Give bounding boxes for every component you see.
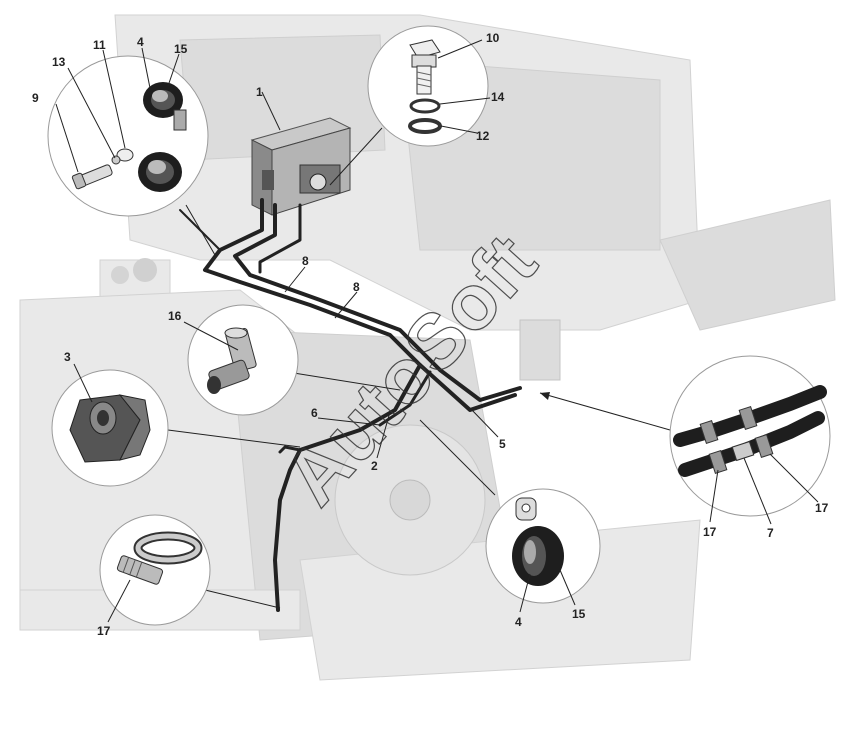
callout-9: 9 <box>32 91 39 105</box>
callout-4-bottom: 4 <box>515 615 522 629</box>
callout-13: 13 <box>52 55 66 69</box>
inset-elbow-fitting <box>183 304 299 416</box>
clamp-lower <box>138 152 182 192</box>
callout-11: 11 <box>93 38 106 52</box>
washer <box>116 148 134 162</box>
callout-8-right: 8 <box>353 280 360 294</box>
callout-16: 16 <box>168 309 182 323</box>
callout-4-top: 4 <box>137 35 144 49</box>
callout-3: 3 <box>64 350 71 364</box>
inset-bolt-set <box>367 25 491 147</box>
callout-7: 7 <box>767 526 774 540</box>
callout-15-top: 15 <box>174 42 188 56</box>
callout-8-left: 8 <box>302 254 309 268</box>
inset-couplings <box>669 355 831 525</box>
small-washer <box>111 155 121 165</box>
callout-1: 1 <box>256 85 263 99</box>
callout-10: 10 <box>486 31 500 45</box>
machine-background <box>19 14 836 681</box>
callout-17-mid: 17 <box>703 525 717 539</box>
inset-adapter <box>51 363 169 487</box>
callout-6: 6 <box>311 406 318 420</box>
callout-17-right: 17 <box>815 501 829 515</box>
callout-2: 2 <box>371 459 378 473</box>
callout-17-left: 17 <box>97 624 111 638</box>
callout-labels: 1 2 3 4 4 5 6 7 8 8 9 10 11 12 13 14 15 … <box>32 31 829 638</box>
clamp-upper <box>143 82 187 131</box>
valve-block <box>250 117 352 216</box>
callout-5: 5 <box>499 437 506 451</box>
callout-14: 14 <box>491 90 505 104</box>
inset-clamp-pair <box>47 47 209 217</box>
bolt <box>71 164 113 190</box>
inset-hose-clamp <box>99 514 211 626</box>
inset-single-clamp <box>485 488 601 613</box>
callout-12: 12 <box>476 129 490 143</box>
callout-15-bottom: 15 <box>572 607 586 621</box>
